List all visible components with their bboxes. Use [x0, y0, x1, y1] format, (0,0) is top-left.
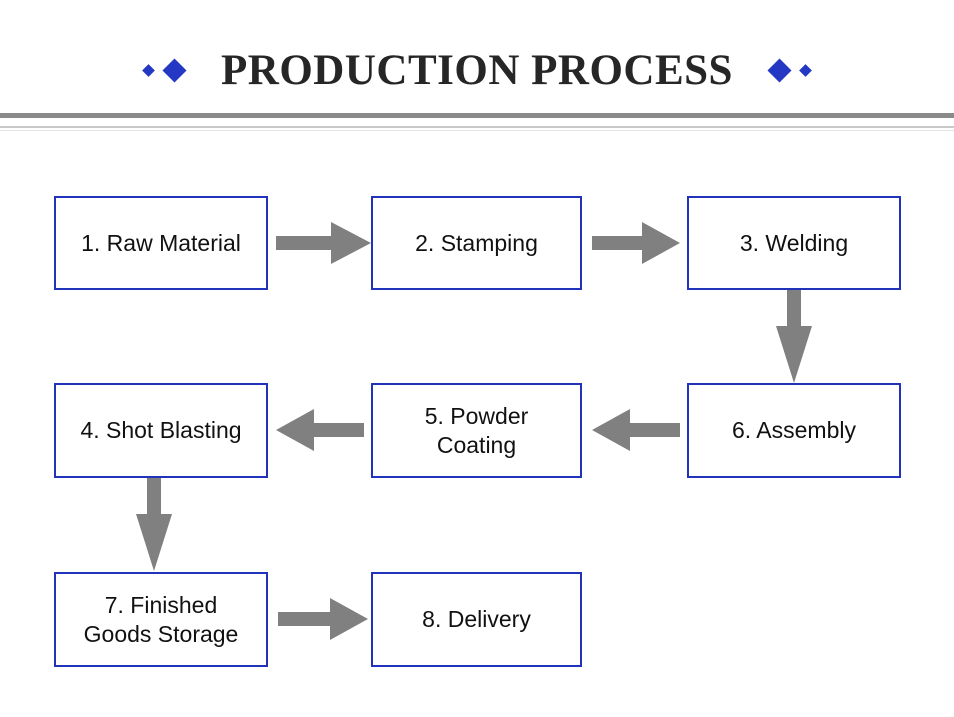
process-box-3[interactable]: 3. Welding — [687, 196, 901, 290]
arrow-2-to-3 — [592, 222, 680, 264]
arrow-7-to-8 — [278, 598, 368, 640]
arrow-4-to-7 — [136, 478, 172, 571]
process-box-5[interactable]: 5. Powder Coating — [371, 383, 582, 478]
divider-rule-thick — [0, 113, 954, 118]
arrow-1-to-2 — [276, 222, 371, 264]
process-box-8[interactable]: 8. Delivery — [371, 572, 582, 667]
diamond-large-icon — [767, 57, 792, 83]
process-box-6[interactable]: 6. Assembly — [687, 383, 901, 478]
process-box-1[interactable]: 1. Raw Material — [54, 196, 268, 290]
process-box-4[interactable]: 4. Shot Blasting — [54, 383, 268, 478]
diamond-small-icon — [799, 63, 812, 77]
title-decoration-right — [767, 57, 812, 83]
arrow-5-to-4 — [276, 409, 364, 451]
divider-rule-hairline — [0, 130, 954, 131]
diamond-small-icon — [142, 63, 155, 77]
arrow-6-to-5 — [592, 409, 680, 451]
title-decoration-left — [142, 57, 187, 83]
arrow-3-to-6 — [776, 290, 812, 383]
page-title: PRODUCTION PROCESS — [221, 46, 733, 94]
process-box-7[interactable]: 7. Finished Goods Storage — [54, 572, 268, 667]
process-box-2[interactable]: 2. Stamping — [371, 196, 582, 290]
divider-rule-thin — [0, 126, 954, 128]
slide-title-bar: PRODUCTION PROCESS — [0, 36, 954, 104]
